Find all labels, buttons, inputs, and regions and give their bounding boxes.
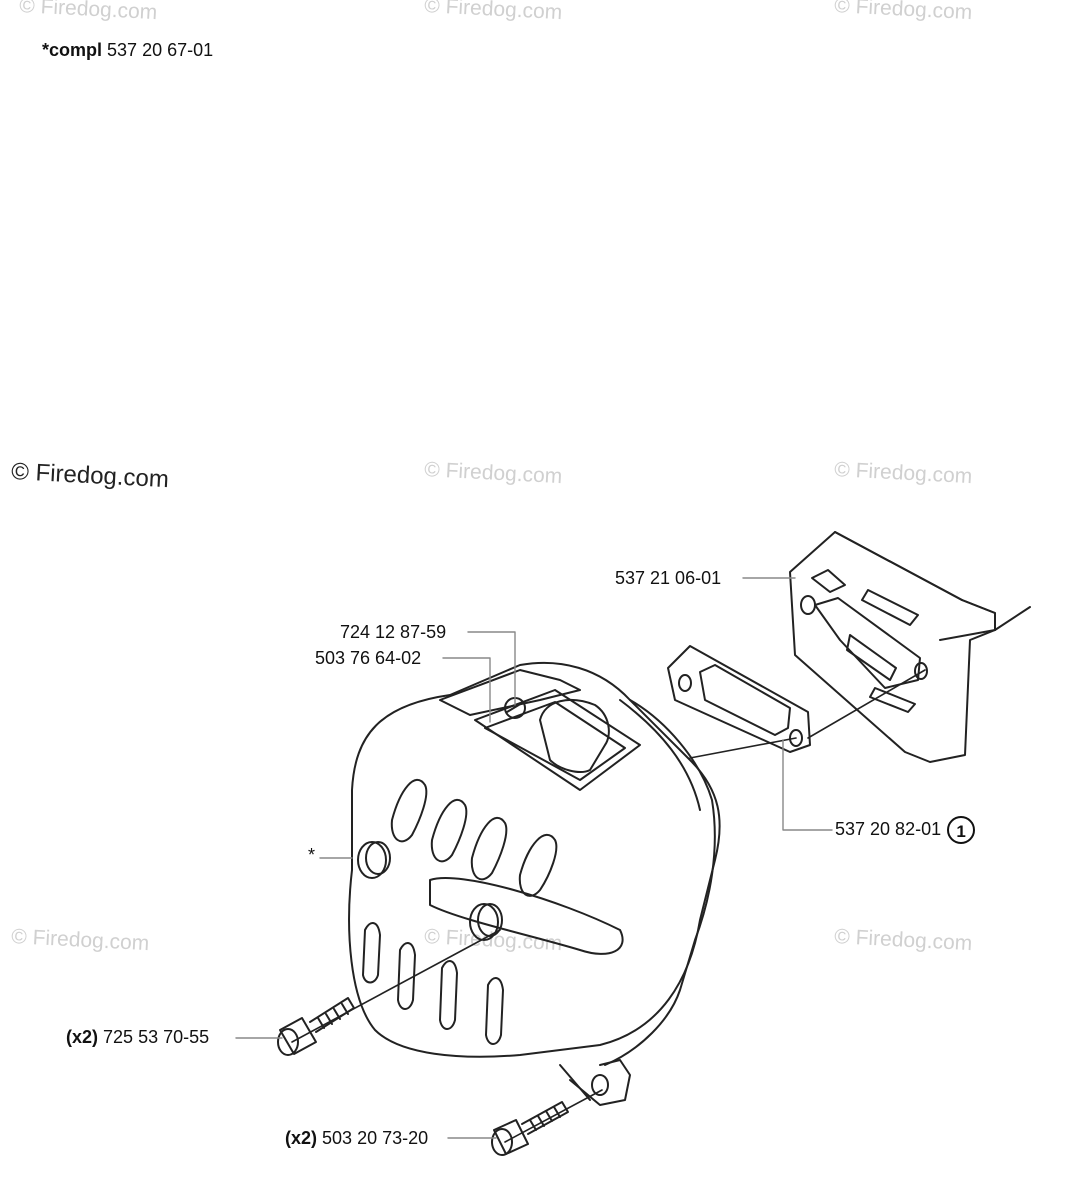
callout-bolt-2: (x2) 503 20 73-20 xyxy=(285,1128,429,1148)
bolt-part xyxy=(491,1101,569,1156)
leader-lines xyxy=(235,577,833,1139)
callout-bolt-1: (x2) 725 53 70-55 xyxy=(66,1027,210,1047)
callout-heat-shield: 537 21 06-01 xyxy=(615,568,722,588)
callout-muffler: * xyxy=(308,845,316,865)
assembly-title: *compl 537 20 67-01 xyxy=(42,40,213,60)
compl-prefix: *compl xyxy=(42,40,103,60)
alignment-lines xyxy=(291,669,926,1143)
gasket-part xyxy=(667,645,811,753)
callout-screw-top: 724 12 87-59 xyxy=(340,622,447,642)
muffler-part xyxy=(348,661,721,1106)
heat-shield-part xyxy=(789,531,1031,763)
bolt-part xyxy=(277,997,355,1056)
compl-part-number: 537 20 67-01 xyxy=(107,40,214,60)
reference-number-badge: 1 xyxy=(947,816,976,844)
callout-washer-top: 503 76 64-02 xyxy=(315,648,422,668)
